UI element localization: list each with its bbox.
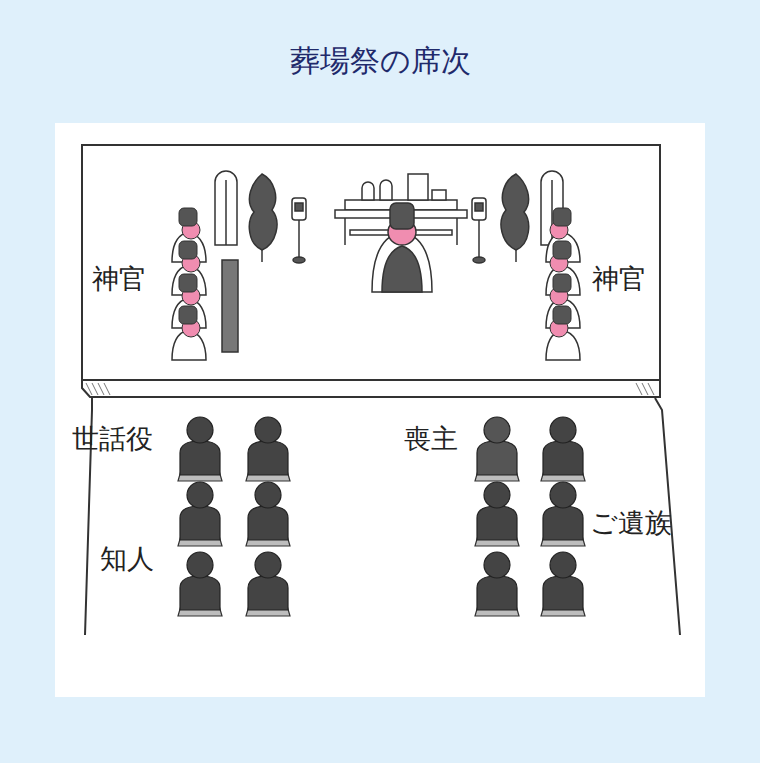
mourner-body [477,441,517,475]
mourner-head [484,482,510,508]
mourner-body [477,576,517,610]
role-label: 知人 [100,544,154,574]
role-label: 喪主 [404,424,458,454]
priest-hat [553,306,571,324]
stage-top [82,145,660,380]
priest-hat [179,274,197,292]
priest-label: 神官 [592,264,646,294]
role-label: 世話役 [72,424,153,454]
mourner-body [543,576,583,610]
mourner-head [187,482,213,508]
mourner-body [543,441,583,475]
left-ornaments [215,171,306,352]
mourner-body [180,441,220,475]
altar [335,174,467,245]
mourner-body [543,506,583,540]
mourner-head [187,417,213,443]
mourner-body [180,506,220,540]
title: 葬場祭の席次 [290,44,471,77]
mourner-body [248,576,288,610]
mourner-head [484,417,510,443]
mourner-head [550,417,576,443]
priest-hat [553,208,571,226]
priest-hat [553,241,571,259]
mourner-body [248,506,288,540]
mourner-head [255,482,281,508]
priest-hat [179,208,197,226]
priest-label: 神官 [92,264,146,294]
mourner-head [187,552,213,578]
mourner-head [255,417,281,443]
mourner-head [484,552,510,578]
mourner-body [180,576,220,610]
mourner-head [550,552,576,578]
priest-hat [553,274,571,292]
mourner-head [550,482,576,508]
stage-front [82,380,660,397]
mourner-head [255,552,281,578]
white-panel [55,123,705,697]
mourner-body [477,506,517,540]
priest-hat [179,306,197,324]
role-label: ご遺族 [590,508,672,538]
chief-priest [372,203,432,292]
priest-hat [179,241,197,259]
mourner-body [248,441,288,475]
